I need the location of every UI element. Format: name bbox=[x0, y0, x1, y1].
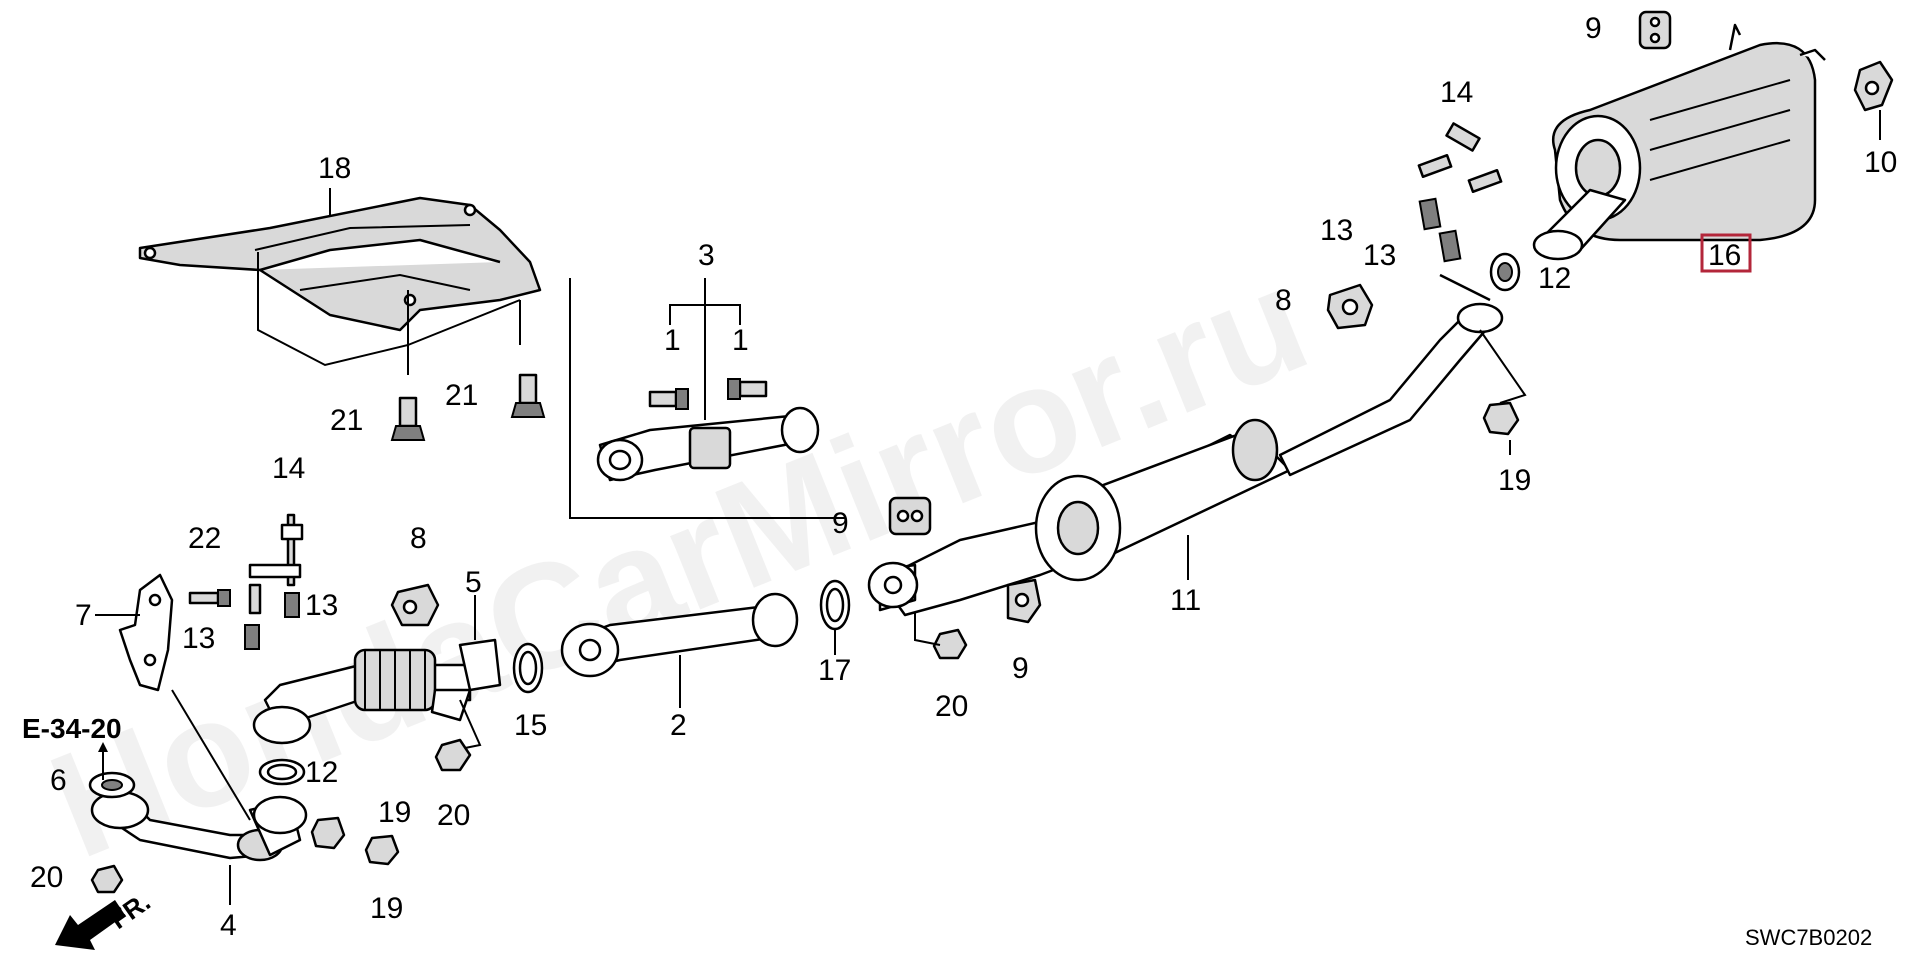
assembly-3-frame bbox=[569, 278, 845, 519]
hanger-9-mid-part bbox=[888, 496, 932, 536]
bolt-1-right bbox=[727, 378, 768, 400]
label-8-right: 8 bbox=[1275, 284, 1292, 317]
label-1-right: 1 bbox=[732, 324, 749, 357]
front-marker-label: FR. bbox=[104, 886, 156, 935]
gasket-12-right-part bbox=[1489, 252, 1521, 292]
hanger-8-left-part bbox=[390, 583, 440, 627]
label-9-top: 9 bbox=[1585, 12, 1602, 45]
nut-20-left-part bbox=[90, 864, 124, 894]
bolt-21-left bbox=[390, 396, 426, 441]
label-19-left-a: 19 bbox=[378, 796, 411, 829]
label-13-right-a: 13 bbox=[1320, 214, 1353, 247]
gasket-15-part bbox=[512, 642, 544, 694]
label-13-right-b: 13 bbox=[1363, 239, 1396, 272]
label-2: 2 bbox=[670, 709, 687, 742]
nut-19-left-part bbox=[310, 816, 346, 850]
hanger-9-lower-part bbox=[1006, 578, 1042, 624]
diagram-ref-code: SWC7B0202 bbox=[1745, 925, 1872, 950]
highlight-box bbox=[1700, 233, 1752, 273]
nut-19-lower-part bbox=[364, 834, 400, 866]
label-5: 5 bbox=[465, 566, 482, 599]
label-1-left: 1 bbox=[664, 324, 681, 357]
bolt-1-left bbox=[648, 388, 689, 410]
label-14-left: 14 bbox=[272, 452, 305, 485]
label-12-left: 12 bbox=[305, 756, 338, 789]
flange-11-front-part bbox=[867, 561, 919, 612]
bolt-22-part bbox=[188, 589, 231, 607]
label-11: 11 bbox=[1170, 584, 1201, 617]
label-4: 4 bbox=[220, 909, 237, 942]
label-15: 15 bbox=[514, 709, 547, 742]
label-9-mid: 9 bbox=[832, 507, 849, 540]
nut-20-right-part bbox=[932, 628, 968, 660]
spring-13-left bbox=[244, 592, 300, 650]
section-ref-arrow-icon bbox=[98, 742, 108, 780]
stud-14-left-part bbox=[248, 513, 304, 615]
label-19-left-b: 19 bbox=[370, 892, 403, 925]
label-17: 17 bbox=[818, 654, 851, 687]
bolt-21-right bbox=[510, 373, 546, 418]
label-6: 6 bbox=[50, 764, 67, 797]
bracket-7-part bbox=[118, 573, 174, 692]
pipe-2-part bbox=[560, 592, 799, 678]
section-reference: E-34-20 bbox=[22, 713, 122, 744]
hanger-9-top-part bbox=[1638, 10, 1672, 50]
label-21-right: 21 bbox=[445, 379, 478, 412]
spring-13-right bbox=[1418, 197, 1462, 263]
silencer-11-part bbox=[878, 273, 1504, 617]
label-20-right: 20 bbox=[935, 690, 968, 723]
front-arrow-icon bbox=[55, 900, 125, 950]
gasket-17-part bbox=[819, 579, 851, 631]
label-16-highlighted: 16 bbox=[1708, 239, 1741, 272]
nut-20-mid-part bbox=[434, 738, 472, 772]
label-8-left: 8 bbox=[410, 522, 427, 555]
label-10: 10 bbox=[1864, 146, 1897, 179]
label-19-right: 19 bbox=[1498, 464, 1531, 497]
label-3: 3 bbox=[698, 239, 715, 272]
label-13-left-b: 13 bbox=[182, 622, 215, 655]
label-21-left: 21 bbox=[330, 404, 363, 437]
heat-shield-part bbox=[138, 196, 542, 332]
pipe-3-part bbox=[596, 406, 820, 482]
label-20-mid: 20 bbox=[437, 799, 470, 832]
gasket-6-part bbox=[88, 771, 136, 799]
label-20-left: 20 bbox=[30, 861, 63, 894]
label-18: 18 bbox=[318, 152, 351, 185]
label-7: 7 bbox=[75, 599, 92, 632]
flex-pipe-5-part bbox=[252, 638, 502, 745]
label-22: 22 bbox=[188, 522, 221, 555]
label-12-right: 12 bbox=[1538, 262, 1571, 295]
muffler-16-part bbox=[1532, 23, 1826, 261]
label-14-right: 14 bbox=[1440, 76, 1473, 109]
hanger-10-part bbox=[1853, 60, 1894, 112]
label-9-lower: 9 bbox=[1012, 652, 1029, 685]
assembly-3-leader bbox=[669, 278, 706, 325]
label-13-left-a: 13 bbox=[305, 589, 338, 622]
hanger-8-right-part bbox=[1326, 283, 1374, 330]
heat-shield-leaders bbox=[257, 188, 521, 375]
front-pipe-4-part bbox=[90, 790, 308, 862]
nut-19-right-part bbox=[1482, 401, 1520, 436]
stud-14-right-part bbox=[1417, 122, 1503, 194]
callout-labels: 18 21 21 3 1 1 14 22 8 5 7 13 13 12 19 1… bbox=[30, 12, 1897, 942]
